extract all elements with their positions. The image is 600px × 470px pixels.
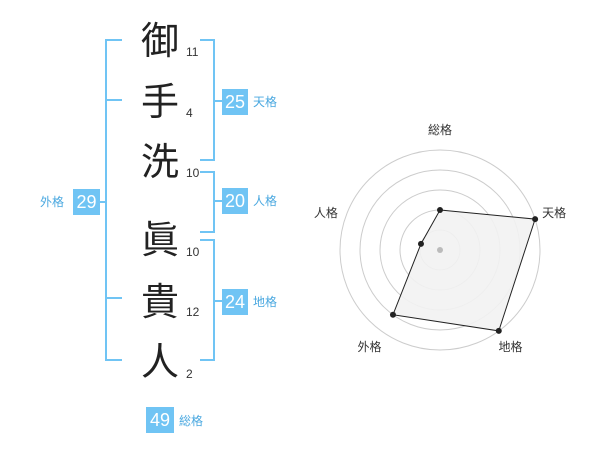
name-char-4: 眞 [140, 218, 179, 262]
chikaku-value: 24 [222, 289, 248, 315]
soukaku-label: 総格 [179, 414, 204, 428]
soukaku-value: 49 [146, 407, 174, 433]
stroke-count-3: 10 [186, 166, 200, 180]
stroke-count-2: 4 [186, 106, 193, 120]
chikaku-label: 地格 [253, 295, 278, 309]
radar-axis-label-3: 地格 [499, 339, 523, 354]
name-char-6: 人 [140, 340, 179, 384]
name-char-2: 手 [140, 80, 179, 124]
radar-point-5 [417, 240, 424, 247]
radar-point-2 [532, 216, 539, 223]
tenkaku-value: 25 [222, 89, 248, 115]
radar-center-dot [437, 247, 443, 253]
gaikaku-label: 外格 [40, 195, 65, 209]
name-char-3: 洗 [140, 140, 179, 184]
gaikaku-value: 29 [73, 189, 100, 215]
stroke-count-5: 12 [186, 305, 200, 319]
radar-point-3 [495, 327, 502, 334]
jinkaku-label: 人格 [253, 194, 278, 208]
name-char-5: 貴 [140, 280, 179, 324]
stroke-count-6: 2 [186, 367, 193, 381]
radar-axis-label-1: 総格 [428, 122, 452, 137]
radar-axis-label-4: 外格 [357, 339, 381, 354]
stroke-count-4: 10 [186, 245, 200, 259]
stroke-count-1: 11 [186, 45, 199, 59]
radar-polygon [392, 209, 536, 332]
radar-ring-5 [339, 149, 541, 351]
tenkaku-label: 天格 [253, 95, 278, 109]
radar-point-4 [389, 311, 396, 318]
name-char-1: 御 [140, 19, 179, 63]
radar-axis-label-5: 人格 [314, 205, 338, 220]
jinkaku-value: 20 [222, 188, 248, 214]
radar-point-1 [437, 207, 443, 213]
radar-axis-label-2: 天格 [542, 205, 566, 220]
